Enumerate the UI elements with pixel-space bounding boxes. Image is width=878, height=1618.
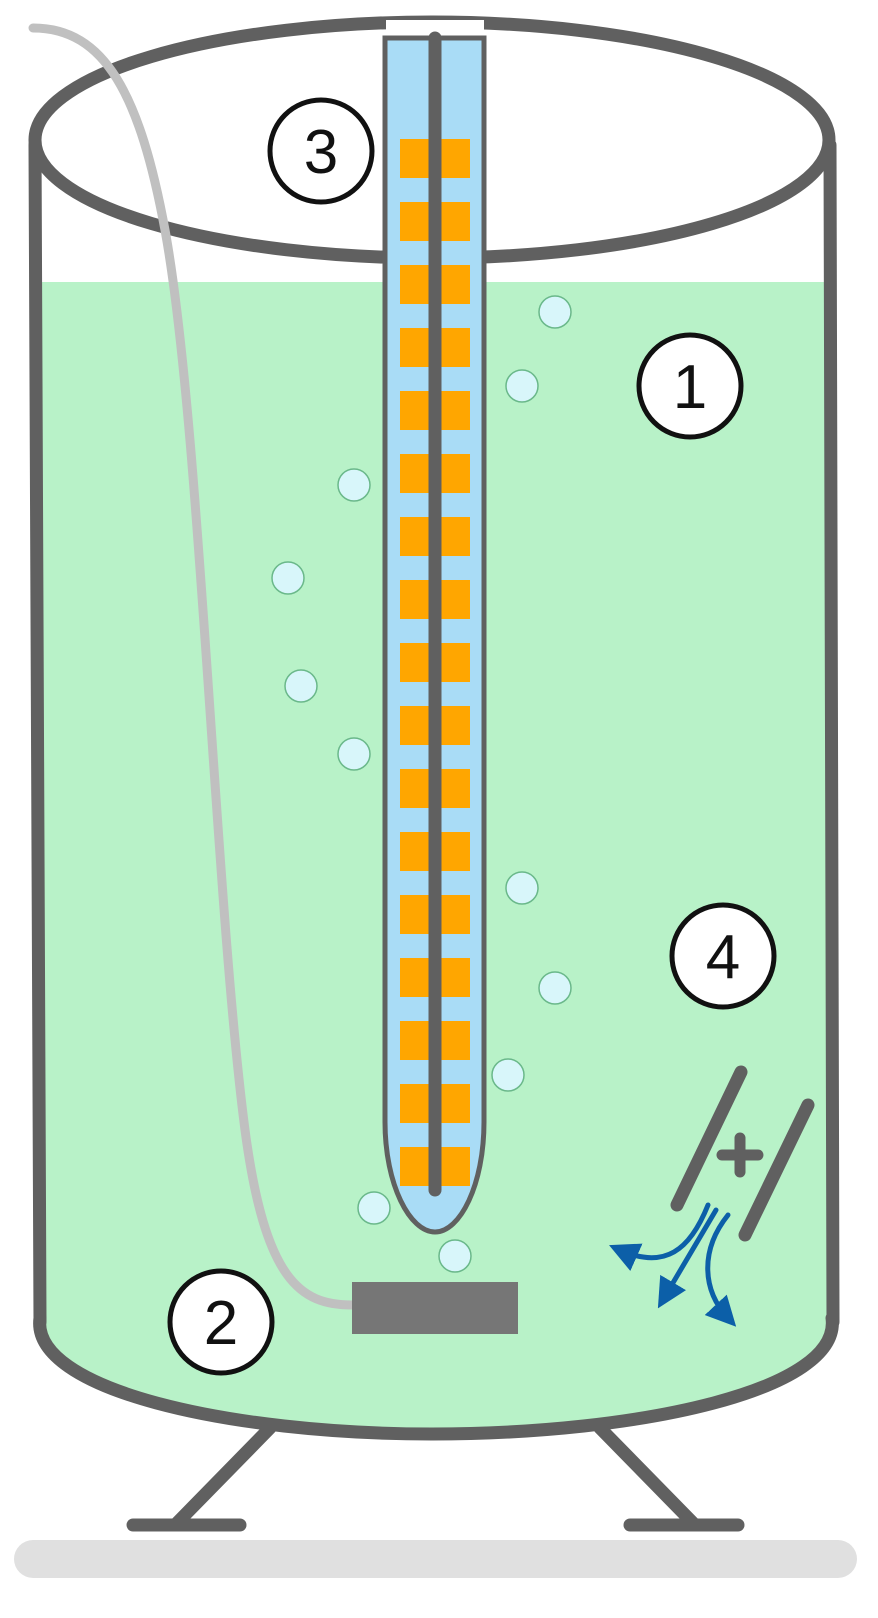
lamp-segment-right — [441, 1147, 470, 1186]
lamp-segment-left — [400, 517, 429, 556]
lamp-segment-right — [441, 643, 470, 682]
lamp-segment-left — [400, 580, 429, 619]
lamp-segment-left — [400, 643, 429, 682]
electrodes — [670, 1065, 815, 1242]
gas-tube — [28, 23, 357, 1310]
lamp-segment-left — [400, 391, 429, 430]
gas-bubble — [337, 468, 371, 502]
label-sparger-text: 2 — [204, 1289, 238, 1358]
lamp-segment-right — [441, 454, 470, 493]
lamp-segment-left — [400, 454, 429, 493]
label-electrodes-text: 4 — [706, 923, 740, 992]
lamp-segment-right — [441, 1084, 470, 1123]
lamp-segment-right — [441, 895, 470, 934]
vessel-legs — [126, 1421, 745, 1532]
lamp-segment-right — [441, 1021, 470, 1060]
gas-bubble — [491, 1058, 525, 1092]
lamp-segment-right — [441, 769, 470, 808]
lamp-segment-right — [441, 517, 470, 556]
flow-arrow-right — [704, 1212, 737, 1327]
gas-bubble — [271, 561, 305, 595]
lamp-segment-left — [400, 139, 429, 178]
lamp-segment-right — [441, 265, 470, 304]
lamp-segments — [400, 139, 470, 1186]
gas-bubble — [284, 669, 318, 703]
vessel-right-wall — [823, 138, 840, 1329]
lamp-segment-left — [400, 1021, 429, 1060]
lamp-segment-left — [400, 958, 429, 997]
label-liquid: 1 — [636, 332, 744, 440]
lamp-segment-left — [400, 1084, 429, 1123]
label-lamp-text: 3 — [304, 118, 338, 187]
gas-bubble — [505, 369, 539, 403]
flow-arrow-middle — [657, 1207, 719, 1309]
plus-icon — [716, 1132, 764, 1178]
gas-bubble — [538, 971, 572, 1005]
label-lamp: 3 — [267, 97, 375, 205]
gas-bubble — [337, 737, 371, 771]
lamp-segment-left — [400, 769, 429, 808]
label-liquid-text: 1 — [673, 353, 707, 422]
gas-bubbles — [271, 295, 572, 1273]
lamp-segment-left — [400, 202, 429, 241]
lamp-segment-right — [441, 328, 470, 367]
flow-arrow-left — [609, 1202, 711, 1272]
label-sparger: 2 — [167, 1268, 275, 1376]
lamp-segment-left — [400, 706, 429, 745]
lamp-segment-right — [441, 580, 470, 619]
lamp-segment-left — [400, 1147, 429, 1186]
gas-bubble — [505, 871, 539, 905]
lamp-segment-left — [400, 265, 429, 304]
lamp-segment-right — [441, 202, 470, 241]
label-electrodes: 4 — [669, 902, 777, 1010]
vessel-bottom — [33, 1311, 839, 1441]
lamp-segment-right — [441, 706, 470, 745]
flow-arrow-icon — [609, 1202, 737, 1327]
electrode-right — [738, 1098, 815, 1242]
gas-bubble — [538, 295, 572, 329]
sparger — [352, 1282, 518, 1334]
lamp-segment-right — [441, 958, 470, 997]
gas-bubble — [357, 1191, 391, 1225]
lamp-segment-right — [441, 391, 470, 430]
vessel-left-wall — [28, 138, 47, 1329]
lamp-segment-left — [400, 895, 429, 934]
lamp-segment-right — [441, 832, 470, 871]
lamp-segment-left — [400, 832, 429, 871]
lamp-segment-right — [441, 139, 470, 178]
floor — [14, 1540, 857, 1578]
gas-bubble — [438, 1239, 472, 1273]
electrode-left — [670, 1065, 748, 1212]
lamp-segment-left — [400, 328, 429, 367]
